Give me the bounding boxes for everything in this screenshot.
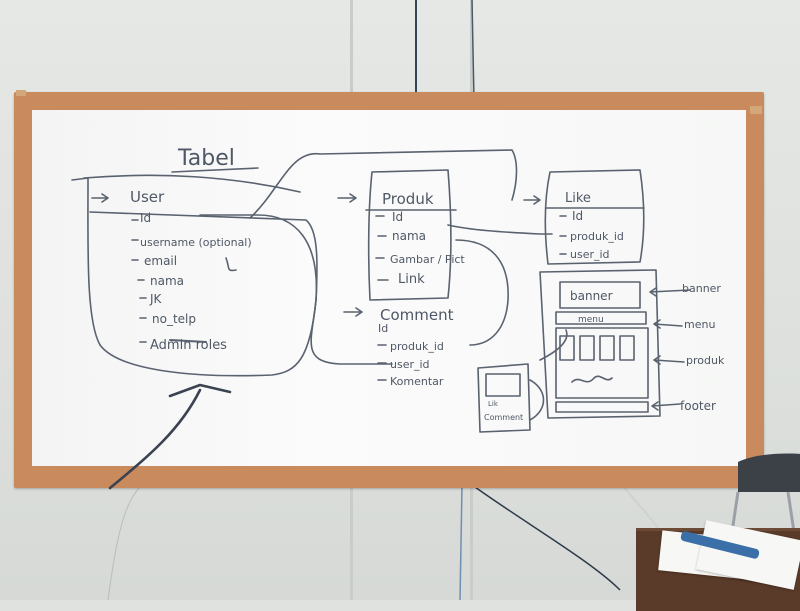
frame-bracket <box>16 90 26 96</box>
user-table-top <box>83 174 301 193</box>
like-field: user_id <box>570 248 610 261</box>
user-field: Id <box>140 211 151 225</box>
like-field: produk_id <box>570 230 624 243</box>
field-bullets <box>131 219 147 343</box>
layout-label: produk <box>686 354 725 367</box>
comment-table-name: Comment <box>380 306 454 324</box>
phone-image-box <box>485 373 521 397</box>
relation-line <box>447 224 553 235</box>
title-underline <box>171 167 259 173</box>
arrow-icon <box>649 287 691 297</box>
chair <box>730 453 800 532</box>
user-table-outline <box>71 177 318 377</box>
layout-label: banner <box>682 282 721 295</box>
produk-field: Id <box>392 210 403 224</box>
frame-bracket <box>750 106 762 114</box>
big-arrow-icon <box>108 383 232 490</box>
produk-card <box>579 335 595 361</box>
relation-line <box>455 239 509 346</box>
strikethrough <box>169 339 207 343</box>
arrow-icon <box>523 195 541 205</box>
user-field: Admin roles <box>150 338 227 353</box>
comment-field: user_id <box>390 358 430 371</box>
layout-sketch-outline <box>539 269 661 419</box>
phone-label: Comment <box>484 413 523 422</box>
like-table-outline <box>544 169 645 265</box>
phone-pointer <box>539 329 568 361</box>
phone-pointer <box>529 379 545 421</box>
produk-card <box>559 335 575 361</box>
layout-footer-box <box>555 401 649 413</box>
like-table-name: Like <box>565 191 591 206</box>
field-bullets <box>375 215 389 281</box>
produk-table-outline <box>367 169 452 301</box>
layout-label: menu <box>684 318 715 331</box>
comment-field: produk_id <box>390 340 444 353</box>
layout-banner-text: banner <box>570 289 613 303</box>
user-table-name: User <box>130 188 165 206</box>
produk-field: Link <box>398 272 425 287</box>
relation-line <box>199 214 393 365</box>
arrow-icon <box>337 193 357 203</box>
comment-field: Komentar <box>390 375 444 388</box>
produk-field: nama <box>392 229 426 243</box>
relation-line <box>249 149 518 219</box>
comment-field: Id <box>378 322 388 335</box>
layout-label: footer <box>680 399 716 413</box>
pen-mark <box>225 257 237 272</box>
phone-label: Lik <box>488 400 499 408</box>
produk-card <box>599 335 615 361</box>
whiteboard <box>14 90 764 488</box>
phone-sketch-outline <box>477 363 531 433</box>
arrow-icon <box>653 319 683 329</box>
layout-produk-area <box>555 327 649 399</box>
whiteboard-surface <box>32 110 746 466</box>
field-bullets <box>559 215 567 255</box>
produk-field: Gambar / Pict <box>390 253 465 266</box>
produk-table-name: Produk <box>382 190 434 208</box>
layout-menu-text: menu <box>578 315 604 325</box>
user-field: JK <box>149 292 163 306</box>
user-field: no_telp <box>152 312 196 326</box>
arrow-icon <box>343 307 363 317</box>
field-bullets <box>377 344 387 381</box>
produk-scribble <box>571 375 613 383</box>
arrow-icon <box>651 401 681 411</box>
produk-card <box>619 335 635 361</box>
arrow-icon <box>653 355 685 365</box>
arrow-icon <box>91 193 109 203</box>
user-field: email <box>144 254 177 268</box>
user-field: nama <box>150 274 184 288</box>
layout-banner-box <box>559 281 641 309</box>
board-title: Tabel <box>177 146 235 171</box>
layout-menu-box <box>555 311 647 325</box>
like-field: Id <box>572 209 583 223</box>
user-field: username (optional) <box>140 236 252 249</box>
